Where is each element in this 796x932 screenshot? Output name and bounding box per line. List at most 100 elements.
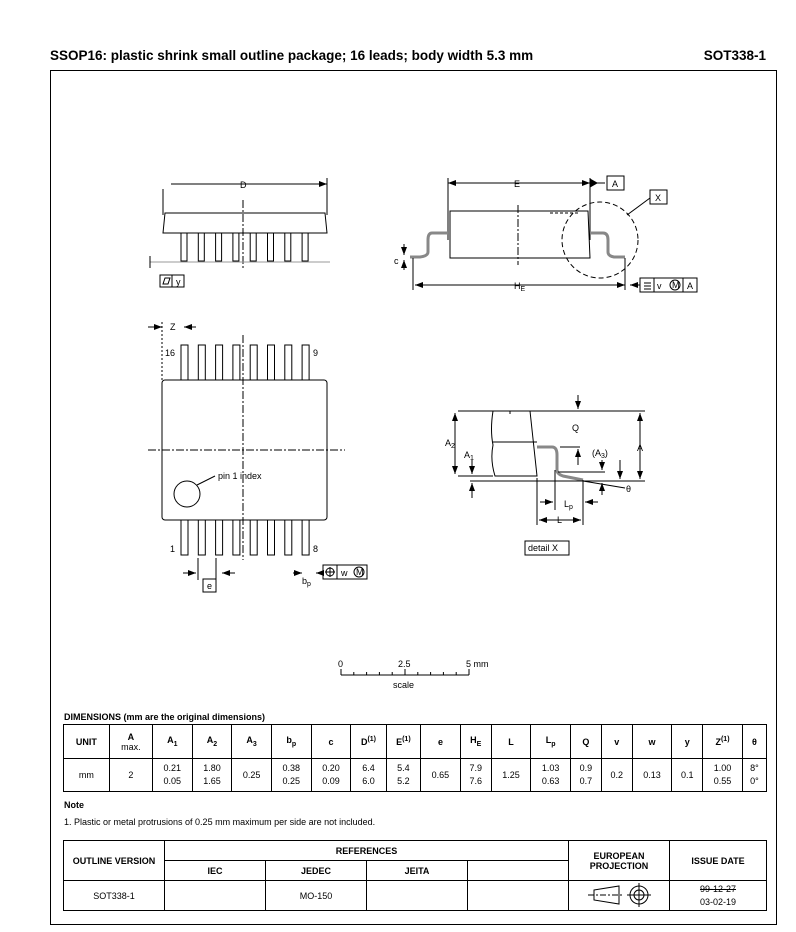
bottom-lead (180, 519, 189, 556)
end-view (401, 175, 698, 293)
jedec-value: MO-150 (265, 880, 367, 911)
dim-value: 0.25 (231, 758, 272, 792)
dim-header: Q (569, 724, 602, 759)
dim-header: UNIT (63, 724, 110, 759)
note-text: 1. Plastic or metal protrusions of 0.25 … (64, 817, 376, 827)
dim-header: D(1) (350, 724, 387, 759)
label-bp: bp (302, 576, 311, 588)
side-lead (301, 232, 309, 262)
pin-9: 9 (313, 348, 318, 358)
top-lead (249, 344, 258, 381)
bottom-lead (249, 519, 258, 556)
scale-tick-0: 0 (338, 659, 343, 669)
side-view (149, 175, 330, 288)
label-D: D (240, 180, 247, 190)
drawing-frame (50, 70, 777, 925)
dim-value: 8°0° (741, 758, 768, 792)
dim-header: A2 (191, 724, 233, 759)
dim-header: w (631, 724, 673, 759)
dim-value: 0.1 (671, 758, 704, 792)
dim-header: y (671, 724, 704, 759)
jedec-header: JEDEC (265, 860, 367, 881)
side-lead (284, 232, 292, 262)
bottom-lead (267, 519, 275, 556)
label-HE: HE (514, 281, 526, 293)
top-lead (180, 344, 189, 381)
dim-header: A3 (231, 724, 272, 759)
top-lead (197, 344, 206, 381)
side-lead (249, 232, 257, 262)
label-M-2: M (356, 567, 364, 577)
pin-8: 8 (313, 544, 318, 554)
outline-version-value: SOT338-1 (63, 880, 165, 911)
dim-value: 0.2 (600, 758, 633, 792)
datum-A: A (612, 179, 618, 189)
european-projection-header: EUROPEAN PROJECTION (568, 840, 670, 881)
dim-header: e (420, 724, 461, 759)
label-w: w (340, 568, 348, 578)
note-title: Note (64, 800, 84, 810)
side-lead (232, 232, 240, 262)
scale-label: scale (393, 680, 414, 690)
dim-header: HE (459, 724, 492, 759)
top-lead (215, 344, 224, 381)
side-lead (197, 232, 205, 262)
dim-header: Lp (530, 724, 571, 759)
issue-date-header: ISSUE DATE (669, 840, 767, 881)
projection-symbol-icon (568, 880, 670, 911)
page-title: SSOP16: plastic shrink small outline pac… (50, 48, 534, 63)
jeita-header: JEITA (366, 860, 468, 881)
top-view (148, 322, 368, 593)
dim-value: 0.65 (420, 758, 461, 792)
bottom-lead (197, 519, 206, 556)
dim-value: 0.13 (631, 758, 673, 792)
label-A3: (A3) (592, 448, 608, 460)
label-E: E (514, 179, 520, 189)
dim-value: 1.25 (490, 758, 532, 792)
label-A2: A2 (445, 438, 455, 450)
old-issue-date: 99-12-27 (699, 883, 737, 894)
side-lead (267, 232, 274, 262)
side-lead (215, 232, 223, 262)
dim-header: L (490, 724, 532, 759)
detail-x-label: detail X (528, 543, 558, 553)
pin-1: 1 (170, 544, 175, 554)
top-lead (284, 344, 293, 381)
label-y: y (176, 277, 181, 287)
top-lead (267, 344, 275, 381)
pin-16: 16 (165, 348, 175, 358)
pin-1-index-label: pin 1 index (218, 471, 262, 481)
label-c: c (394, 256, 399, 266)
top-lead (232, 344, 241, 381)
label-Z: Z (170, 322, 176, 332)
label-theta: θ (626, 484, 631, 494)
label-v: v (657, 281, 662, 291)
dim-header: A1 (151, 724, 193, 759)
bottom-lead (232, 519, 241, 556)
label-Lp: Lp (564, 499, 573, 511)
dim-header: bp (270, 724, 312, 759)
dim-header: v (600, 724, 633, 759)
side-lead (180, 232, 188, 262)
scale-tick-2-5: 2.5 (398, 659, 411, 669)
dim-header: θ (741, 724, 768, 759)
label-L: L (557, 515, 562, 525)
scale-bar (340, 669, 470, 676)
scale-tick-5: 5 mm (466, 659, 489, 669)
label-A: A (637, 443, 643, 453)
datum-A-2: A (687, 281, 693, 291)
label-M: M (672, 280, 680, 290)
bottom-lead (301, 519, 310, 556)
iec-header: IEC (164, 860, 266, 881)
bottom-lead (284, 519, 293, 556)
dimensions-title: DIMENSIONS (mm are the original dimensio… (64, 712, 266, 722)
